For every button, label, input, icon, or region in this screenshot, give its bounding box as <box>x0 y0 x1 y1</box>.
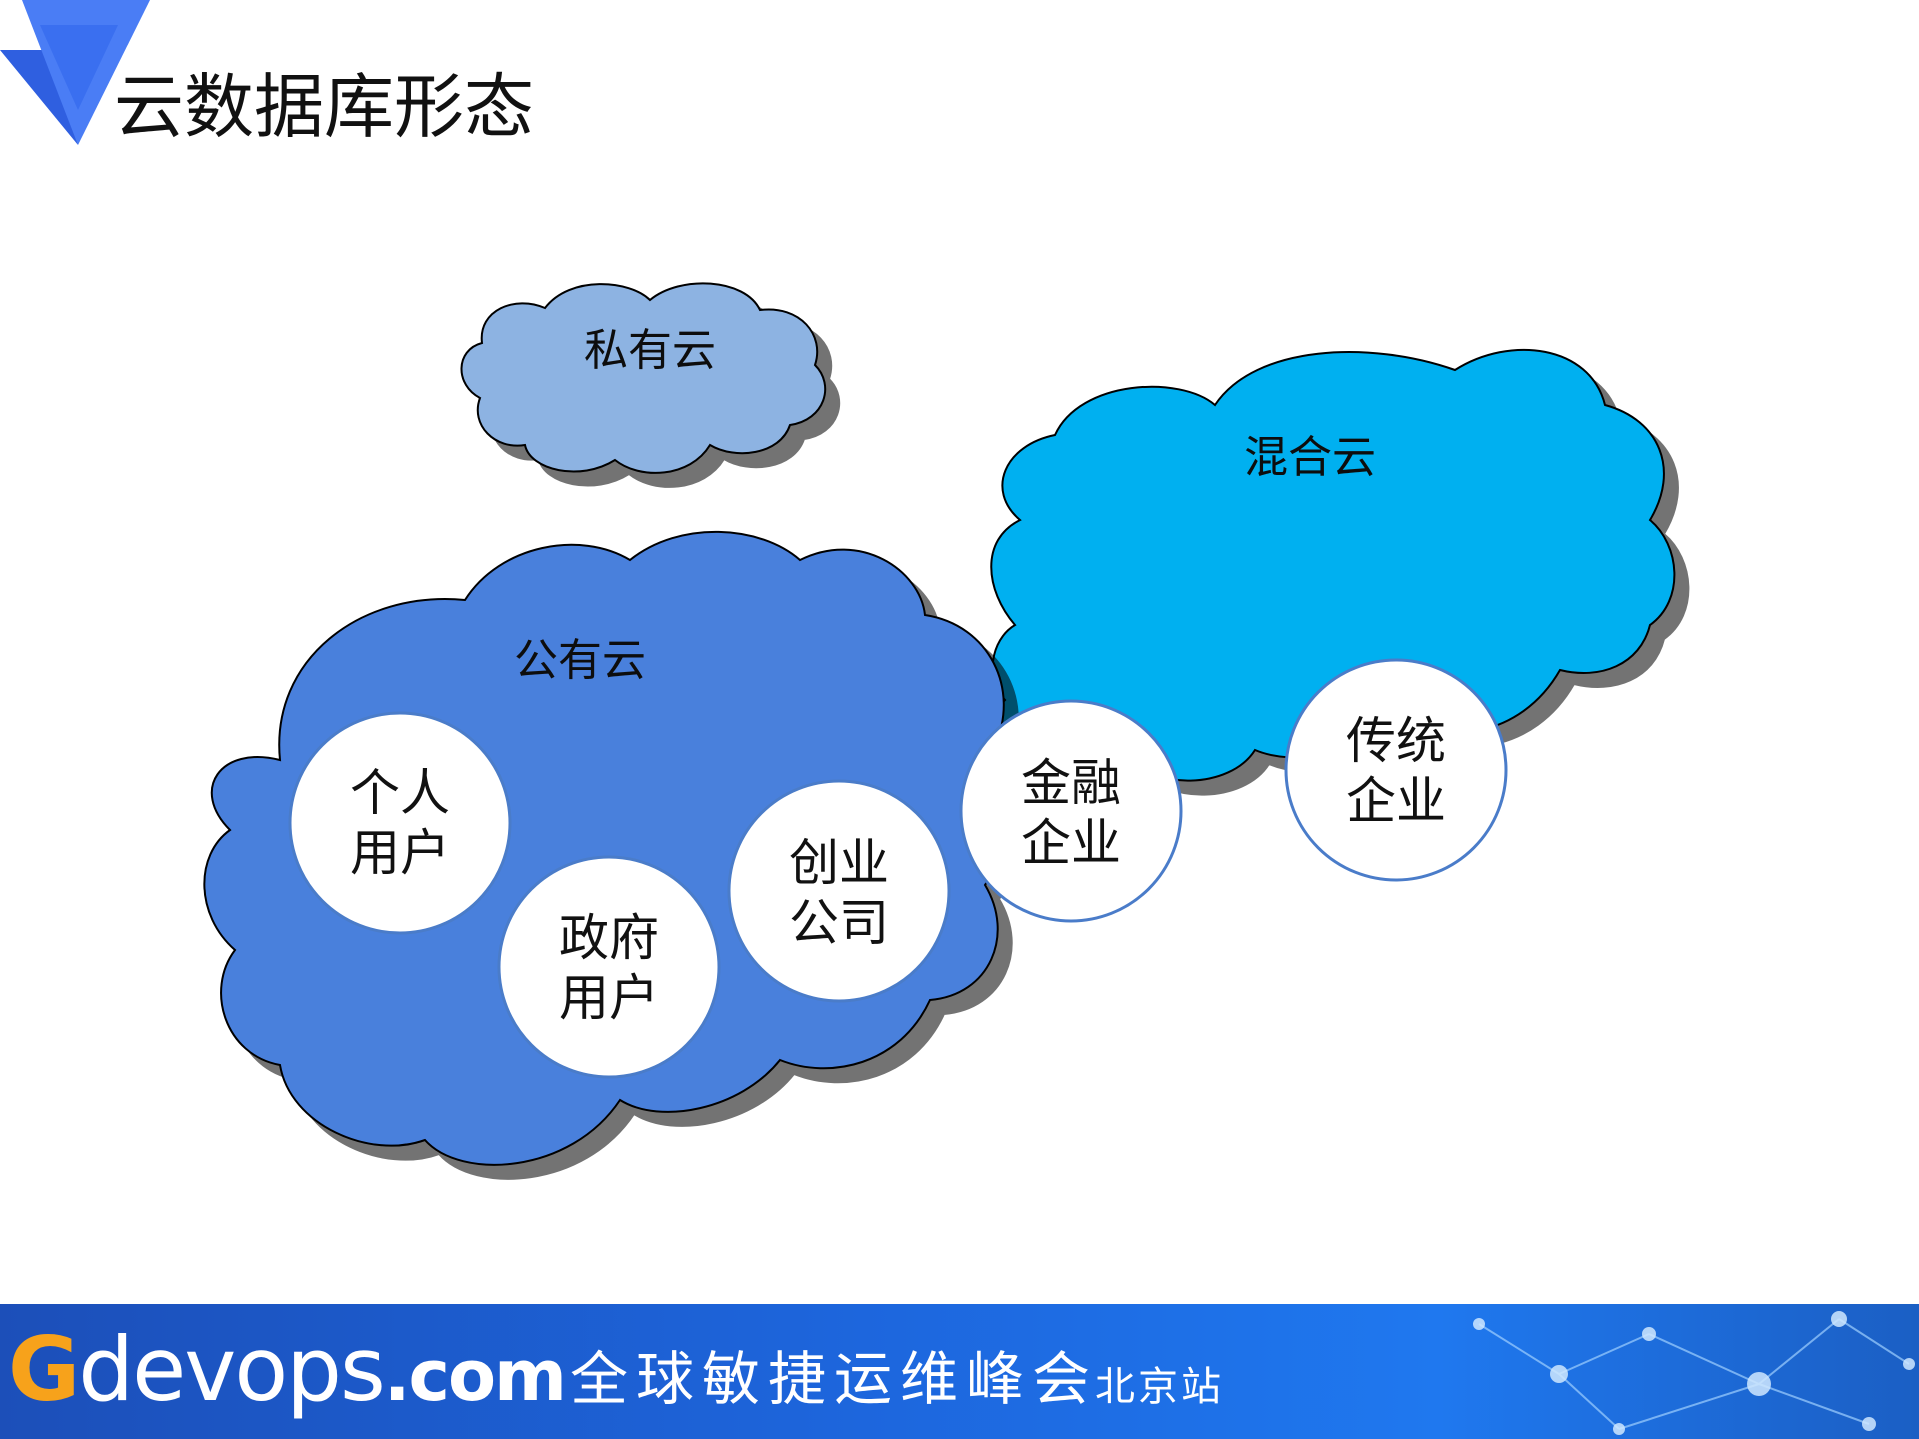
private-cloud-label: 私有云 <box>584 325 716 376</box>
public-cloud: 公有云 <box>203 530 1009 1166</box>
network-graphic-icon <box>1473 1311 1915 1435</box>
circle-finance-line1: 金融 <box>1021 754 1121 812</box>
circle-personal-line1: 个人 <box>350 764 450 822</box>
circle-startup-companies: 创业 公司 <box>727 779 951 1003</box>
circle-finance-line2: 企业 <box>1021 814 1121 872</box>
circle-traditional-line1: 传统 <box>1346 712 1446 770</box>
private-cloud-shape <box>460 282 827 474</box>
circle-government-line2: 用户 <box>559 969 659 1027</box>
public-cloud-label: 公有云 <box>514 635 646 686</box>
cloud-database-diagram: 私有云 混合云 公有云 个人 用户 政府 用户 创业 公司 金融 企业 传统 企… <box>203 282 1676 1166</box>
circle-traditional-enterprises-shape <box>1284 658 1508 882</box>
circle-government-line1: 政府 <box>559 909 659 967</box>
circle-traditional-line2: 企业 <box>1346 772 1446 830</box>
site-logo: Gdevops.com <box>8 1318 567 1426</box>
site-logo-tld: .com <box>383 1335 567 1417</box>
circle-government-users-shape <box>497 855 721 1079</box>
circle-startup-companies-shape <box>727 779 951 1003</box>
circle-financial-enterprises-shape <box>959 699 1183 923</box>
circle-government-users: 政府 用户 <box>497 855 721 1079</box>
circle-traditional-enterprises: 传统 企业 <box>1284 658 1508 882</box>
site-logo-name: devops <box>78 1318 386 1421</box>
logo-mark-icon <box>0 0 150 145</box>
circle-startup-line2: 公司 <box>789 894 889 952</box>
site-logo-g: G <box>8 1318 80 1421</box>
circle-personal-users: 个人 用户 <box>288 711 512 935</box>
private-cloud: 私有云 <box>460 282 827 474</box>
footer-banner: Gdevops.com 全球敏捷运维峰会 北京站 <box>0 1304 1919 1439</box>
circle-personal-line2: 用户 <box>350 824 450 882</box>
event-name: 全球敏捷运维峰会 <box>570 1345 1099 1413</box>
event-station: 北京站 <box>1095 1364 1224 1410</box>
public-cloud-shape <box>203 530 1009 1166</box>
circle-financial-enterprises: 金融 企业 <box>959 699 1183 923</box>
circle-personal-users-shape <box>288 711 512 935</box>
hybrid-cloud-label: 混合云 <box>1244 432 1376 483</box>
circle-startup-line1: 创业 <box>789 834 889 892</box>
slide-title: 云数据库形态 <box>114 66 534 148</box>
